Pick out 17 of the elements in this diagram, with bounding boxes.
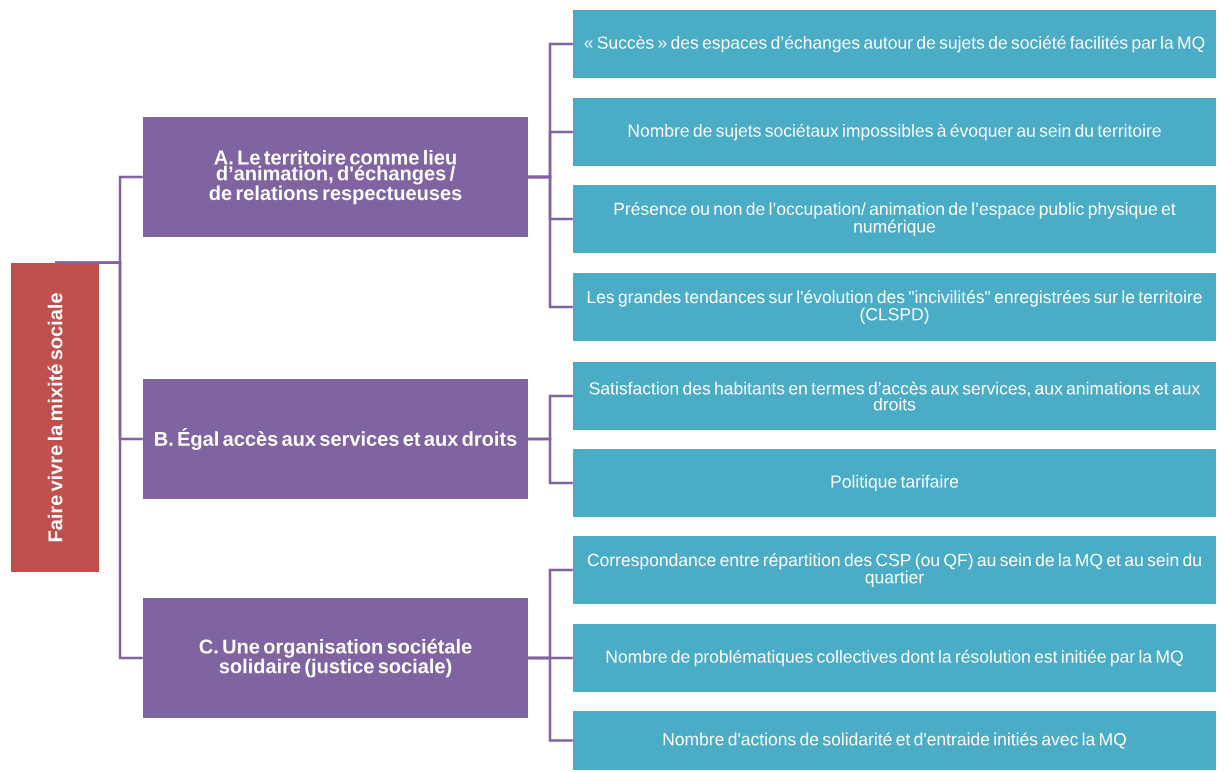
indicator-box: « Succès » des espaces d’échanges autour de sujets de société facilités par la MQ — [573, 10, 1216, 78]
indicator-box: Nombre de sujets sociétaux impossibles à évoquer au sein du territoire — [573, 98, 1216, 166]
indicator-box: Présence ou non de l’occupation/ animation de l’espace public physique et numérique — [573, 185, 1216, 253]
connector-line — [528, 175, 573, 309]
category-box: A. Le territoire comme lieu d’animation, d'échanges / de relations respectueuses — [143, 117, 528, 237]
connector-line — [55, 261, 143, 660]
root-box: Faire vivre la mixité sociale — [11, 263, 99, 572]
connector-line — [528, 656, 573, 742]
indicator-box: Les grandes tendances sur l'évolution des "incivilités" enregistrées sur le territoire (CLSPD) — [573, 273, 1216, 341]
category-box: B. Égal accès aux services et aux droits — [143, 379, 528, 499]
indicator-box: Nombre d'actions de solidarité et d'entraide initiés avec la MQ — [573, 711, 1216, 770]
connector-line — [528, 437, 573, 485]
indicator-box: Politique tarifaire — [573, 449, 1216, 517]
indicator-box: Nombre de problématiques collectives dont la résolution est initiée par la MQ — [573, 624, 1216, 692]
indicator-box: Correspondance entre répartition des CSP (ou QF) au sein de la MQ et au sein du quartier — [573, 536, 1216, 604]
category-box: C. Une organisation sociétale solidaire (justice sociale) — [143, 598, 528, 718]
indicator-box: Satisfaction des habitants en termes d’accès aux services, aux animations et aux droits — [573, 362, 1216, 430]
